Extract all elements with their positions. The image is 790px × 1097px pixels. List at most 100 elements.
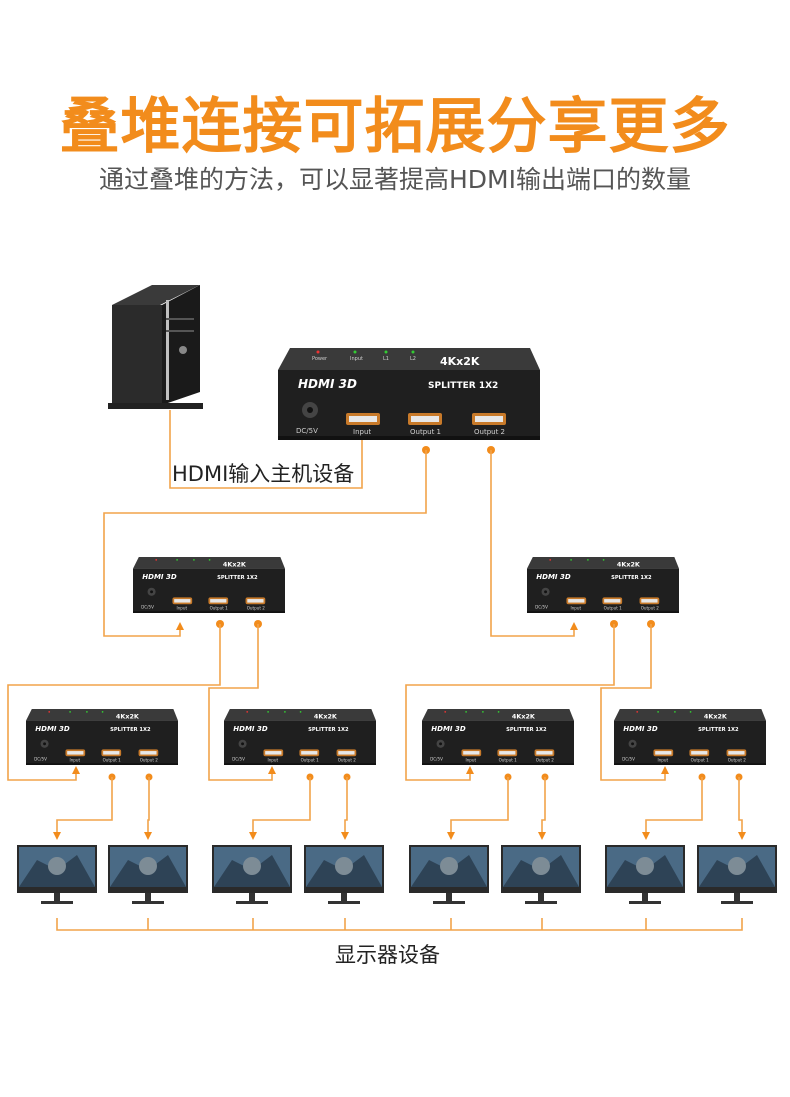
l3b-model: SPLITTER 1X2 xyxy=(308,727,349,733)
main-splitter: 4Kx2K HDMI 3D SPLITTER 1X2 Power Input L… xyxy=(278,348,540,440)
l2b-out1-wire xyxy=(405,624,615,781)
host-label: HDMI输入主机设备 xyxy=(172,462,354,486)
l3c-input-label: Input xyxy=(466,758,477,763)
l3b-input-arrow xyxy=(268,766,276,774)
main-out1-wire xyxy=(103,450,427,637)
monitor-icon xyxy=(17,845,97,904)
l3d-brand: HDMI 3D xyxy=(623,725,658,733)
l2a-input-arrow xyxy=(176,622,184,630)
page-subtitle: 通过叠堆的方法，可以显著提高HDMI输出端口的数量 xyxy=(99,165,691,194)
main-power-label: DC/5V xyxy=(296,427,318,435)
monitor-wire xyxy=(738,777,743,832)
l3a-power-label: DC/5V xyxy=(34,756,47,761)
l2b-output2-label: Output 2 xyxy=(641,606,660,611)
monitor-wire xyxy=(252,777,311,832)
l3d-input-arrow xyxy=(661,766,669,774)
l3d-power-label: DC/5V xyxy=(622,756,635,761)
l2a-input-label: Input xyxy=(177,606,188,611)
l3b-resolution: 4Kx2K xyxy=(314,712,338,720)
main-model: SPLITTER 1X2 xyxy=(428,381,498,391)
l3c-output2-label: Output 2 xyxy=(536,758,555,763)
l3c-power-label: DC/5V xyxy=(430,756,443,761)
monitor-row xyxy=(17,845,777,904)
l3d-output1-label: Output 1 xyxy=(691,758,710,763)
main-led-input: Input xyxy=(350,356,363,362)
l3a-brand: HDMI 3D xyxy=(35,725,70,733)
l3a-input-arrow xyxy=(72,766,80,774)
l2a-power-label: DC/5V xyxy=(141,604,154,609)
display-bracket-ticks xyxy=(147,918,647,930)
l3d-resolution: 4Kx2K xyxy=(704,712,728,720)
monitor-wires xyxy=(53,773,746,840)
l2b-brand: HDMI 3D xyxy=(536,573,571,581)
monitor-arrow xyxy=(341,832,349,840)
l3c-resolution: 4Kx2K xyxy=(512,712,536,720)
monitor-icon xyxy=(212,845,292,904)
l3a-model: SPLITTER 1X2 xyxy=(110,727,151,733)
monitor-wire xyxy=(147,777,150,832)
l2b-input-label: Input xyxy=(571,606,582,611)
monitor-arrow xyxy=(738,832,746,840)
monitor-wire xyxy=(450,777,509,832)
l2a-model: SPLITTER 1X2 xyxy=(217,575,258,581)
l3b-brand: HDMI 3D xyxy=(233,725,268,733)
l3d-model: SPLITTER 1X2 xyxy=(698,727,739,733)
monitor-icon xyxy=(108,845,188,904)
monitor-icon xyxy=(304,845,384,904)
main-led-power: Power xyxy=(312,356,328,362)
main-brand: HDMI 3D xyxy=(298,377,357,391)
l3d-output2-label: Output 2 xyxy=(728,758,747,763)
main-output1-label: Output 1 xyxy=(410,428,441,436)
monitor-icon xyxy=(697,845,777,904)
monitor-arrow xyxy=(538,832,546,840)
l2b-model: SPLITTER 1X2 xyxy=(611,575,652,581)
l2a-out2-wire xyxy=(208,624,273,781)
l3d-input-label: Input xyxy=(658,758,669,763)
main-out2-wire xyxy=(490,450,575,637)
monitor-arrow xyxy=(447,832,455,840)
main-output2-label: Output 2 xyxy=(474,428,505,436)
monitor-wire xyxy=(344,777,348,832)
l3c-brand: HDMI 3D xyxy=(431,725,466,733)
display-bracket xyxy=(56,918,743,931)
main-input-label: Input xyxy=(353,428,371,436)
monitor-icon xyxy=(409,845,489,904)
monitor-arrow xyxy=(53,832,61,840)
monitor-wire xyxy=(645,777,703,832)
host-input-wire xyxy=(169,410,363,489)
l3a-resolution: 4Kx2K xyxy=(116,712,140,720)
l2b-input-arrow xyxy=(570,622,578,630)
monitor-arrow xyxy=(642,832,650,840)
monitor-icon xyxy=(501,845,581,904)
l3b-output2-label: Output 2 xyxy=(338,758,357,763)
monitor-wire xyxy=(56,777,113,832)
l2a-output1-label: Output 1 xyxy=(210,606,229,611)
monitor-wire xyxy=(541,777,546,832)
l3b-input-label: Input xyxy=(268,758,279,763)
l2a-out1-wire xyxy=(7,624,221,781)
l3c-model: SPLITTER 1X2 xyxy=(506,727,547,733)
l2a-resolution: 4Kx2K xyxy=(223,560,247,568)
monitor-arrow xyxy=(144,832,152,840)
l3a-output2-label: Output 2 xyxy=(140,758,159,763)
l3a-input-label: Input xyxy=(70,758,81,763)
l2a-output2-label: Output 2 xyxy=(247,606,266,611)
l2a-brand: HDMI 3D xyxy=(142,573,177,581)
main-resolution: 4Kx2K xyxy=(440,355,480,368)
l2b-out2-wire xyxy=(600,624,666,781)
l3b-output1-label: Output 1 xyxy=(301,758,320,763)
l3c-input-arrow xyxy=(466,766,474,774)
l3a-output1-label: Output 1 xyxy=(103,758,122,763)
l2b-output1-label: Output 1 xyxy=(604,606,623,611)
l2b-resolution: 4Kx2K xyxy=(617,560,641,568)
pc-tower-icon xyxy=(108,285,203,409)
monitor-arrow xyxy=(249,832,257,840)
main-led-l2: L2 xyxy=(410,356,416,362)
